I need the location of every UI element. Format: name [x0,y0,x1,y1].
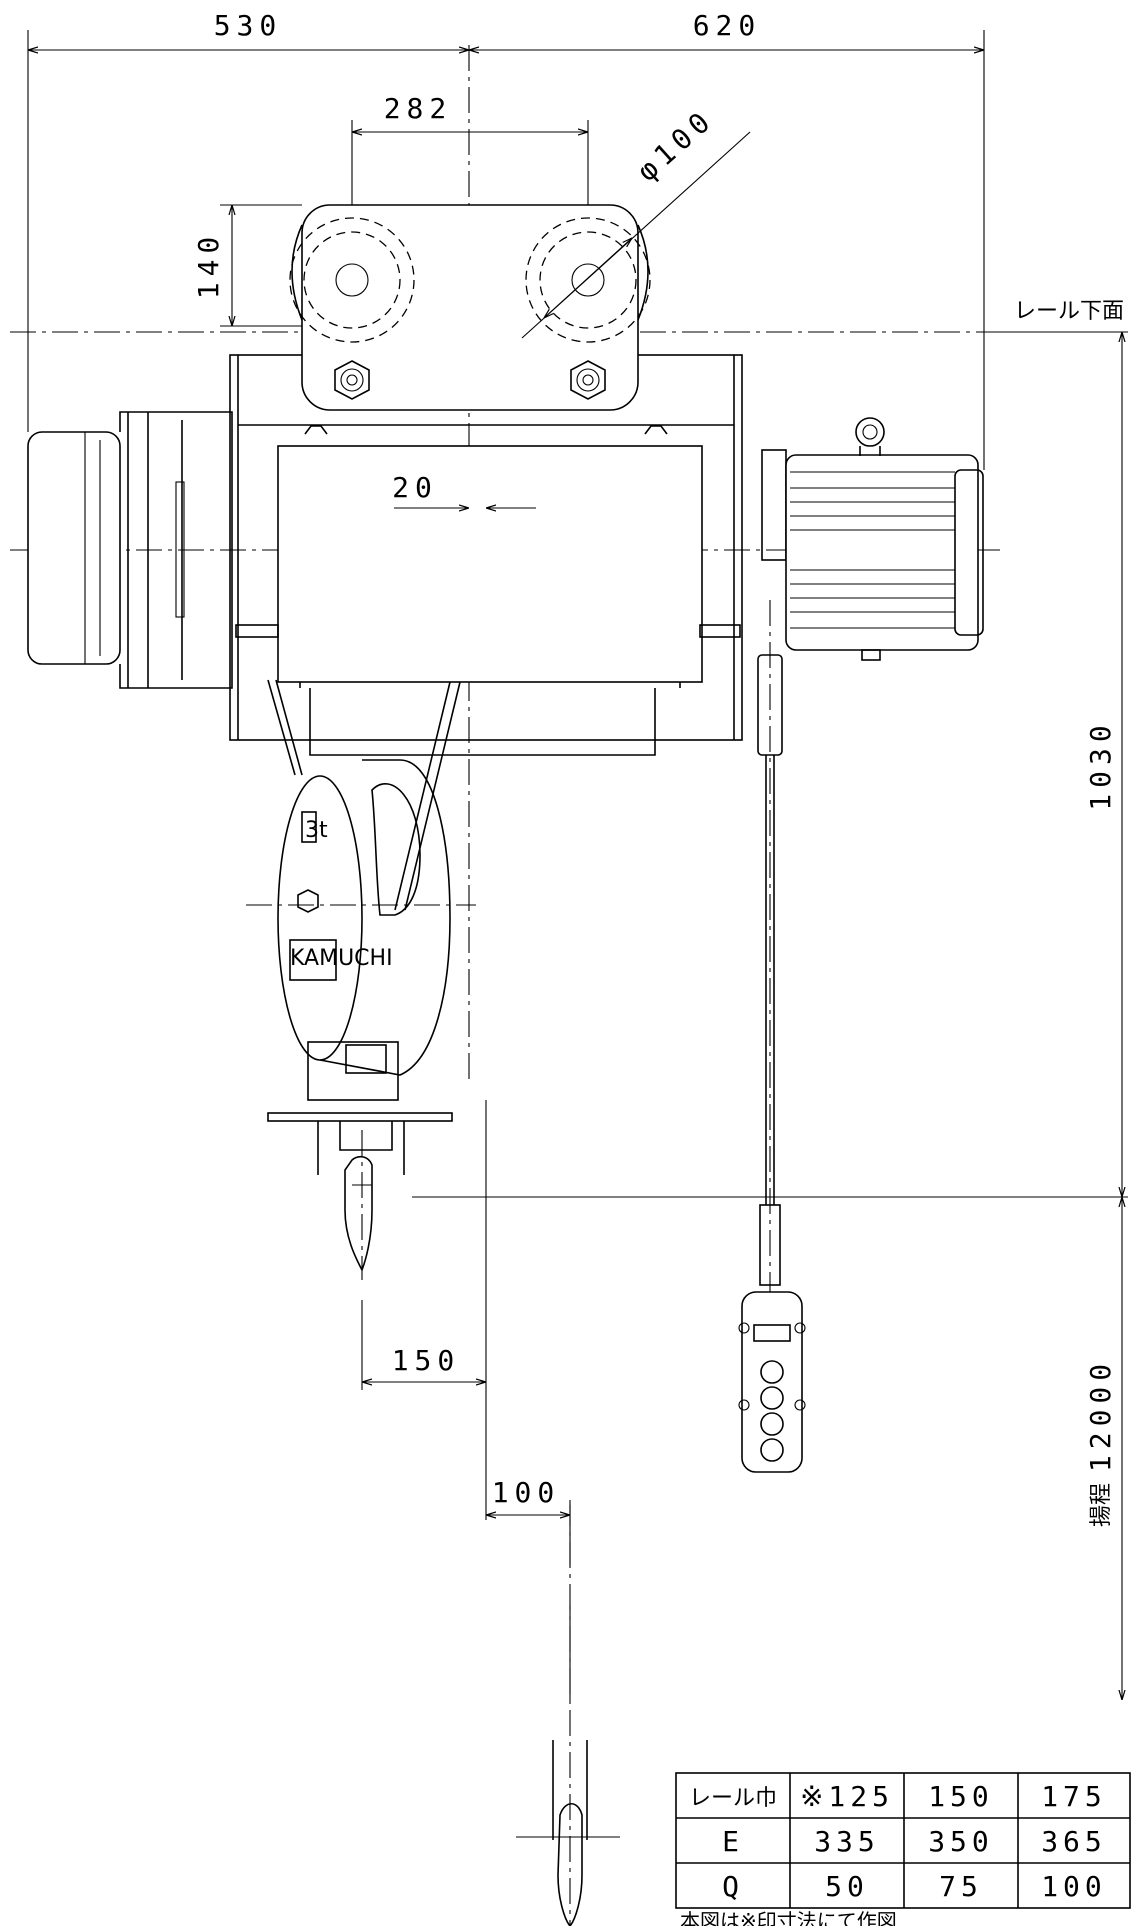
lower-hook [516,1740,620,1926]
dim-1030: 1030 [1084,719,1117,810]
table-cell-e-3: 365 [1041,1825,1107,1858]
dim-100: 100 [492,1476,561,1509]
table-cell-q-1: 50 [825,1870,869,1903]
table-header-rail-width: レール巾 [689,1786,777,1811]
hook-block [246,759,476,1272]
motor [761,417,984,661]
dim-620: 620 [693,9,762,42]
table-cell-e-1: 335 [814,1825,880,1858]
table-header-125: ※125 [800,1780,894,1813]
pendant-cable [757,654,783,1286]
table-header-175: 175 [1041,1780,1107,1813]
table-cell-q-2: 75 [939,1870,983,1903]
dimension-lines [27,30,1128,1700]
dim-140: 140 [192,231,225,300]
table-cell-e-label: E [722,1825,744,1858]
gearbox [27,411,233,689]
brand-plate: KAMUCHI [290,946,393,971]
wheel-left [289,217,415,343]
dim-12000: 12000 [1084,1358,1117,1472]
dim-530: 530 [214,9,283,42]
rail-bottom-label: レール下面 [1014,299,1124,324]
table-header-150: 150 [928,1780,994,1813]
dim-20: 20 [392,471,438,504]
wire-ropes [267,679,461,911]
dim-282: 282 [384,92,453,125]
dim-phi100: φ100 [631,102,721,188]
wheel-plate [291,204,649,411]
table-cell-e-2: 350 [928,1825,994,1858]
table-cell-q-3: 100 [1041,1870,1107,1903]
bolt-right [570,360,606,400]
drum [235,425,741,756]
bolt-left [334,360,370,400]
pendant-switch [738,1291,806,1473]
table-cell-q-label: Q [722,1870,744,1903]
capacity-plate: 3t [305,818,328,843]
dim-150: 150 [392,1344,461,1377]
spec-table [675,1772,1131,1909]
lift-label: 揚程 [1089,1483,1114,1527]
footnote: 本図は※印寸法にて作図 [680,1909,897,1926]
